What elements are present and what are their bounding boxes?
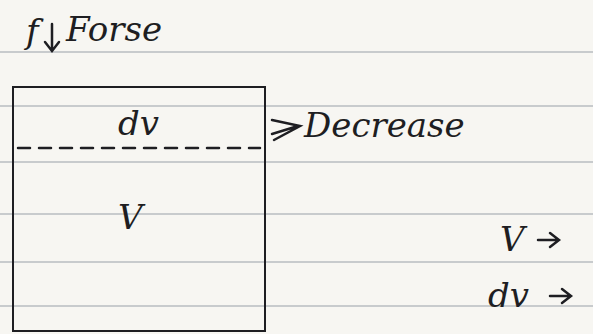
note-text: dv — [488, 278, 529, 312]
force-arrow — [45, 24, 59, 51]
container-box: dvV — [12, 86, 266, 332]
volume-label: V — [118, 200, 143, 234]
note-text: V — [500, 222, 525, 256]
volume-label: dv — [118, 106, 159, 140]
note-text: f — [26, 14, 39, 48]
arrow-symbol — [550, 289, 571, 303]
ruled-lines — [0, 52, 593, 306]
pointer-arrow — [272, 120, 300, 140]
arrow-symbol — [538, 233, 559, 247]
dashed-level — [18, 147, 260, 150]
note-text: Forse — [66, 12, 162, 46]
note-text: Decrease — [304, 108, 465, 142]
